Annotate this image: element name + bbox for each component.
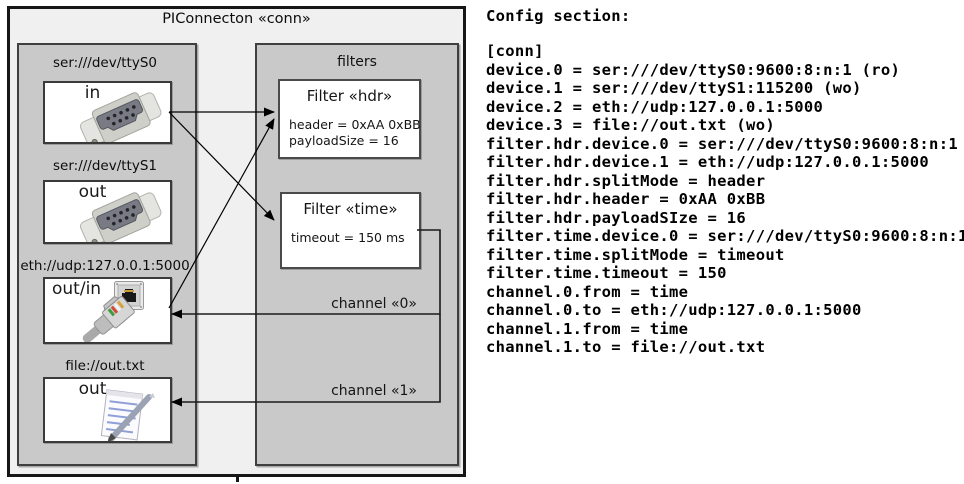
device-uri-label-file: file://out.txt (65, 358, 145, 374)
serial-connector-image (79, 92, 162, 142)
channel-0-label: channel «0» (331, 296, 417, 312)
filter-time-title: Filter «time» (303, 200, 398, 218)
channel-1-label: channel «1» (331, 383, 417, 399)
filter-hdr-title: Filter «hdr» (306, 87, 393, 105)
filters-group-title: filters (337, 54, 377, 70)
device-role-label: in (84, 83, 101, 103)
device-box-ser1: out (43, 180, 172, 244)
config-heading: Config section: (486, 7, 631, 25)
device-uri-label-ser0: ser:///dev/ttyS0 (53, 55, 157, 71)
device-box-file: out (43, 377, 172, 443)
config-lines: [conn] device.0 = ser:///dev/ttyS0:9600:… (486, 42, 964, 356)
filter-time-box: Filter «time» timeout = 150 ms (280, 192, 421, 269)
filter-hdr-attrs: header = 0xAA 0xBB payloadSize = 16 (289, 117, 421, 148)
config-panel: Config section: [conn] device.0 = ser://… (486, 0, 964, 484)
device-role-label: out (78, 182, 107, 202)
connection-diagram: PIConnecton «conn» filters ser:///dev/tt… (7, 6, 466, 477)
device-uri-label-eth: eth://udp:127.0.0.1:5000 (20, 258, 190, 274)
device-uri-label-ser1: ser:///dev/ttyS1 (53, 158, 157, 174)
device-box-eth: out/in (43, 277, 172, 344)
diagram-title: PIConnecton «conn» (162, 11, 311, 27)
ethernet-plug-image (82, 296, 135, 342)
notepad-pencil-image (100, 389, 155, 441)
bottom-tick (236, 476, 239, 482)
device-role-label: out/in (52, 279, 102, 299)
serial-connector-image (79, 192, 162, 242)
filter-hdr-box: Filter «hdr» header = 0xAA 0xBB payloadS… (278, 79, 421, 159)
device-box-ser0: in (43, 81, 172, 144)
device-role-label: out (78, 379, 107, 399)
filter-time-attrs: timeout = 150 ms (291, 230, 405, 245)
